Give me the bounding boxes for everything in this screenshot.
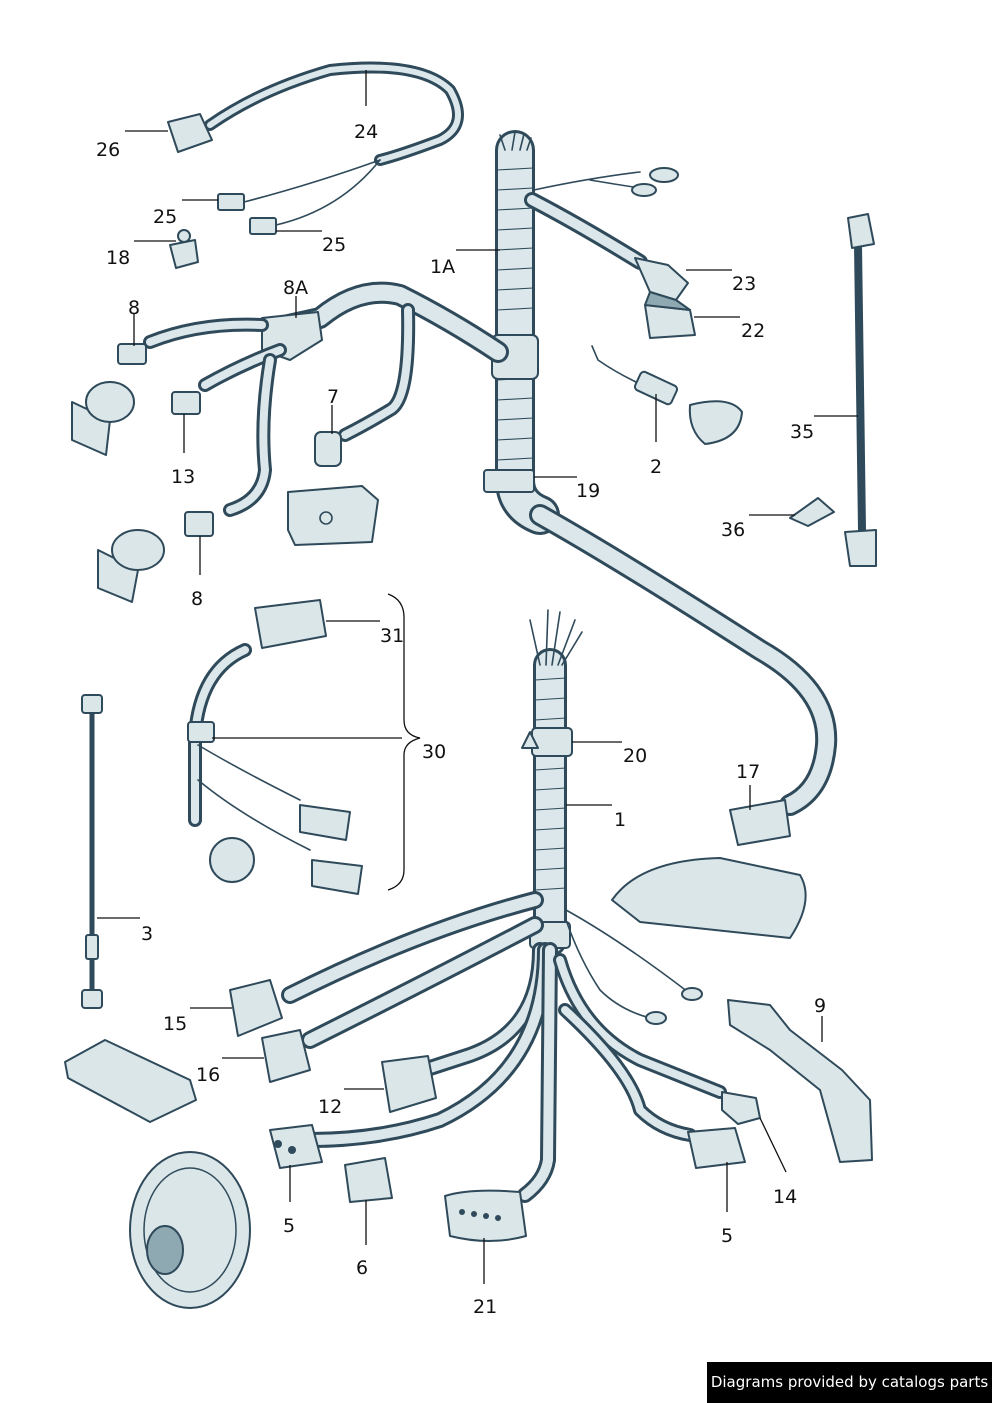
- part-labels: 26 24 25 25 18 1A 8A 8 23 22 7 35 2 13 1…: [96, 121, 826, 1318]
- label-9: 9: [814, 995, 826, 1017]
- connector-8-upper: [117, 343, 147, 365]
- connector-12: [381, 1055, 437, 1113]
- label-2: 2: [650, 456, 662, 478]
- harness-1a: [143, 130, 838, 816]
- label-18: 18: [106, 247, 130, 269]
- connector-8-lower: [184, 511, 214, 537]
- harness-1: [281, 609, 727, 1203]
- leader-lines: [97, 70, 858, 1284]
- connector-23: [634, 257, 689, 301]
- connector-22: [644, 291, 696, 339]
- control-module: [64, 1039, 197, 1123]
- label-36: 36: [721, 519, 745, 541]
- label-21: 21: [473, 1296, 497, 1318]
- label-22: 22: [741, 320, 765, 342]
- connector-21: [444, 1189, 527, 1242]
- label-24: 24: [354, 121, 378, 143]
- connector-16: [261, 1029, 311, 1083]
- bracket-36: [789, 497, 835, 527]
- label-8-upper: 8: [128, 297, 140, 319]
- label-5-right: 5: [721, 1225, 733, 1247]
- horn-lower: [97, 529, 165, 603]
- ground-strap-3: [81, 694, 103, 1009]
- harness-30: [187, 599, 363, 895]
- horn-upper: [71, 381, 135, 456]
- connector-5-left: [269, 1124, 323, 1169]
- label-8A: 8A: [283, 277, 308, 299]
- label-8-lower: 8: [191, 588, 203, 610]
- label-19: 19: [576, 480, 600, 502]
- label-17: 17: [736, 761, 760, 783]
- label-35: 35: [790, 421, 814, 443]
- label-7: 7: [327, 386, 339, 408]
- sensor-2: [591, 345, 743, 445]
- label-5-left: 5: [283, 1215, 295, 1237]
- label-3: 3: [141, 923, 153, 945]
- label-25-a: 25: [153, 206, 177, 228]
- label-13: 13: [171, 466, 195, 488]
- sensor-cable-35: [844, 213, 877, 567]
- connector-7: [314, 431, 342, 467]
- clip-18: [169, 229, 199, 269]
- connector-6: [344, 1157, 393, 1203]
- harness-9: [727, 999, 873, 1163]
- label-1a: 1A: [430, 256, 455, 278]
- label-1: 1: [614, 809, 626, 831]
- label-26: 26: [96, 139, 120, 161]
- label-23: 23: [732, 273, 756, 295]
- fan: [129, 1151, 251, 1309]
- label-30: 30: [422, 741, 446, 763]
- connector-5-right: [687, 1127, 746, 1169]
- label-25-b: 25: [322, 234, 346, 256]
- label-12: 12: [318, 1096, 342, 1118]
- label-31: 31: [380, 625, 404, 647]
- connector-13: [171, 391, 201, 415]
- lamp-housing: [611, 857, 807, 939]
- label-6: 6: [356, 1257, 368, 1279]
- label-16: 16: [196, 1064, 220, 1086]
- label-20: 20: [623, 745, 647, 767]
- harness-24: [167, 61, 464, 235]
- connector-17: [729, 799, 791, 846]
- connector-14: [721, 1091, 761, 1125]
- connector-15: [229, 979, 283, 1037]
- label-15: 15: [163, 1013, 187, 1035]
- credit-footer: Diagrams provided by catalogs parts: [707, 1362, 992, 1403]
- label-14: 14: [773, 1186, 797, 1208]
- relay-module: [287, 485, 379, 546]
